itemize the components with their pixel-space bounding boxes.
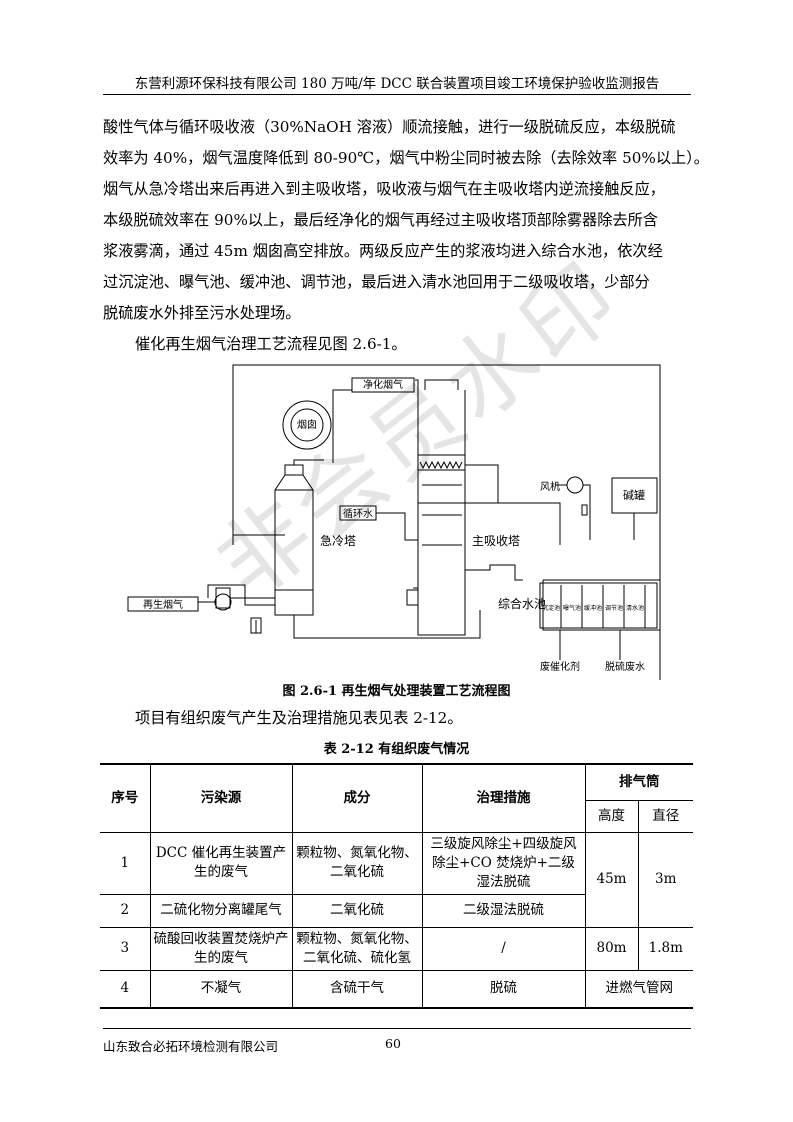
cell-measure: 脱硫 (421, 969, 586, 1009)
label-chimney: 烟囱 (297, 418, 317, 431)
label-alkali-tank: 碱罐 (623, 489, 645, 502)
label-clean-gas: 净化烟气 (363, 378, 403, 391)
text-line: 浆液雾滴，通过 45m 烟囱高空排放。两级反应产生的浆液均进入综合水池，依次经 (103, 242, 663, 260)
paragraph-figure-ref: 催化再生烟气治理工艺流程见图 2.6-1。 (135, 335, 407, 353)
cell-no: 2 (100, 893, 151, 928)
paragraph-process: 酸性气体与循环吸收液（30%NaOH 溶液）顺流接触，进行一级脱硫反应，本级脱硫… (103, 112, 709, 329)
header-no: 序号 (100, 763, 151, 833)
label-pool-cell: 沉淀池 (542, 604, 560, 612)
cell-height: 80m (584, 926, 639, 971)
table-row: 3 硫酸回收装置焚烧炉产生的废气 颗粒物、氮氧化物、二氧化硫、硫化氢 / 80m… (100, 926, 693, 971)
table-row: 2 二硫化物分离罐尾气 二氧化硫 二级湿法脱硫 (100, 893, 693, 928)
cell-measure: / (421, 926, 586, 971)
label-quench-tower: 急冷塔 (320, 533, 356, 548)
header-exhaust: 排气筒 (584, 763, 693, 801)
label-pool-cell: 缓冲池 (584, 604, 602, 612)
text-line: 烟气从急冷塔出来后再进入到主吸收塔，吸收液与烟气在主吸收塔内逆流接触反应， (103, 180, 665, 198)
page-number: 60 (385, 1036, 401, 1051)
label-regen-gas: 再生烟气 (143, 598, 183, 611)
cell-diameter: 1.8m (637, 926, 693, 971)
footer-rule (103, 1028, 691, 1029)
table-header-row: 序号 污染源 成分 治理措施 排气筒 (100, 763, 693, 833)
text-line: 脱硫废水外排至污水处理场。 (103, 304, 301, 322)
cell-component: 二氧化硫 (291, 893, 423, 928)
cell-component: 颗粒物、氮氧化物、二氧化硫、硫化氢 (291, 926, 423, 971)
cell-diameter: 3m (637, 831, 693, 928)
paragraph-table-ref: 项目有组织废气产生及治理措施见表见表 2-12。 (135, 709, 463, 727)
header-height: 高度 (585, 799, 639, 833)
cell-no: 4 (100, 969, 151, 1009)
emission-table: 序号 污染源 成分 治理措施 排气筒 高度 直径 1 DCC 催化再生装置产生的… (100, 763, 693, 1009)
label-pool: 综合水池 (498, 596, 546, 611)
cell-measure: 二级湿法脱硫 (421, 893, 585, 928)
cell-source: DCC 催化再生装置产生的废气 (149, 831, 293, 895)
page-header: 东营利源环保科技有限公司 180 万吨/年 DCC 联合装置项目竣工环境保护验收… (134, 76, 660, 92)
label-main-absorber: 主吸收塔 (472, 534, 520, 548)
cell-exhaust: 进燃气管网 (584, 969, 693, 1009)
table-row: 1 DCC 催化再生装置产生的废气 颗粒物、氮氧化物、二氧化硫 三级旋风除尘+四… (100, 831, 693, 928)
text-line: 效率为 40%，烟气温度降低到 80-90℃，烟气中粉尘同时被去除（去除效率 5… (103, 149, 709, 167)
label-circ-water: 循环水 (343, 507, 373, 520)
header-source: 污染源 (149, 763, 293, 833)
label-waste-catalyst: 废催化剂 (540, 660, 580, 673)
text-line: 过沉淀池、曝气池、缓冲池、调节池，最后进入清水池回用于二级吸收塔，少部分 (103, 273, 650, 291)
cell-component: 含硫干气 (291, 969, 423, 1009)
label-pool-cell: 清水池 (626, 604, 644, 612)
label-desulf-water: 脱硫废水 (605, 660, 645, 673)
table-row: 4 不凝气 含硫干气 脱硫 进燃气管网 (100, 969, 693, 1009)
label-pool-cell: 曝气池 (563, 604, 581, 612)
cell-no: 1 (100, 831, 151, 895)
header-diameter: 直径 (637, 799, 693, 833)
process-flow-diagram: 烟囱 净化烟气 循环水 再生烟气 风机 碱罐 急冷塔 主吸收塔 综合水池 沉淀池… (127, 364, 661, 680)
header-measure: 治理措施 (421, 763, 586, 833)
text-line: 酸性气体与循环吸收液（30%NaOH 溶液）顺流接触，进行一级脱硫反应，本级脱硫 (103, 118, 676, 136)
header-rule (103, 94, 691, 95)
label-fan: 风机 (540, 480, 560, 493)
figure-caption: 图 2.6-1 再生烟气处理装置工艺流程图 (282, 684, 511, 699)
cell-no: 3 (100, 926, 151, 971)
cell-source: 硫酸回收装置焚烧炉产生的废气 (149, 926, 293, 971)
header-component: 成分 (291, 763, 423, 833)
footer-company: 山东致合必拓环境检测有限公司 (103, 1039, 279, 1054)
cell-measure: 三级旋风除尘+四级旋风除尘+CO 焚烧炉+二级湿法脱硫 (421, 831, 586, 895)
label-pool-cell: 调节池 (605, 604, 623, 612)
cell-component: 颗粒物、氮氧化物、二氧化硫 (291, 831, 423, 895)
cell-height: 45m (584, 831, 639, 928)
cell-source: 二硫化物分离罐尾气 (149, 893, 293, 928)
table-caption: 表 2-12 有组织废气情况 (323, 742, 470, 757)
cell-source: 不凝气 (149, 969, 293, 1009)
text-line: 本级脱硫效率在 90%以上，最后经净化的烟气再经过主吸收塔顶部除雾器除去所含 (103, 211, 658, 229)
